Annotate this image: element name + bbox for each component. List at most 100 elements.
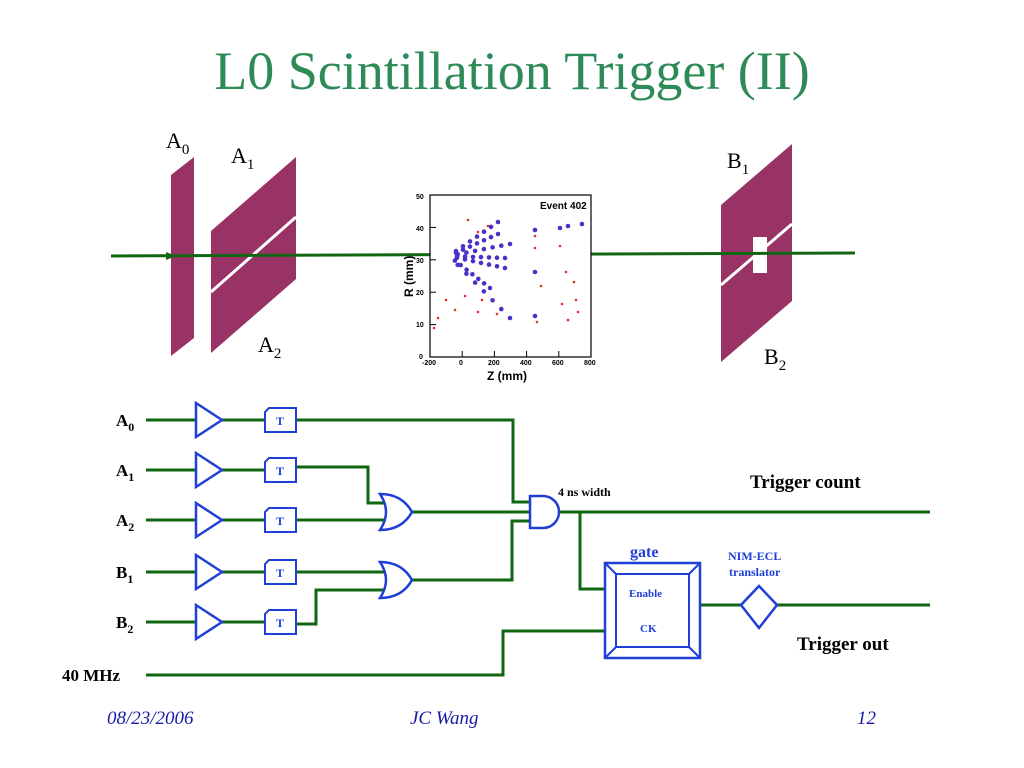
event-noise-point [572, 280, 576, 284]
event-hit-point [495, 231, 501, 237]
circuit-input-labels: A0 A1 A2 B1 B2 40 MHz [62, 411, 134, 685]
event-noise-point [486, 224, 490, 228]
event-xtick-0: 0 [459, 360, 463, 367]
translator-label-1: NIM-ECL [728, 549, 781, 563]
event-noise-point [476, 230, 480, 234]
event-hit-point [474, 234, 480, 239]
event-plot-points [432, 218, 585, 330]
event-hit-point [486, 262, 492, 267]
event-hit-point [502, 255, 508, 261]
event-hit-point [472, 248, 478, 254]
event-hit-point [579, 221, 585, 227]
event-noise-point [566, 318, 570, 322]
amplifier-icon [194, 602, 225, 642]
event-noise-point [539, 284, 543, 288]
panel-b-hole [753, 237, 767, 273]
label-b2: B2 [764, 344, 786, 374]
event-plot-ticks [429, 194, 592, 358]
event-hit-point [478, 260, 484, 266]
event-ytick-10: 10 [416, 322, 424, 329]
event-noise-point [558, 244, 562, 248]
footer-date: 08/23/2006 [107, 708, 194, 729]
event-hit-point [507, 315, 513, 321]
event-xtick-400: 400 [520, 360, 532, 367]
translator-diamond-icon [739, 584, 779, 631]
label-b1: B1 [727, 148, 749, 178]
enable-label: Enable [629, 588, 662, 600]
timing-label: T [276, 514, 284, 528]
timing-label: T [276, 414, 284, 428]
event-noise-point [574, 298, 578, 302]
event-hit-point [474, 241, 480, 246]
event-hit-point [467, 239, 473, 244]
event-hit-point [499, 243, 504, 248]
event-hit-point [488, 224, 494, 230]
event-plot-frame [429, 194, 592, 358]
event-hit-point [494, 255, 500, 260]
event-noise-point [495, 312, 499, 316]
trigger-out-label: Trigger out [797, 634, 889, 655]
event-hit-point [470, 258, 476, 264]
and-gate-icon [528, 494, 561, 530]
event-noise-point [533, 234, 537, 238]
event-plot-xlabel: Z (mm) [487, 369, 527, 383]
event-noise-point [564, 270, 568, 274]
timing-box-a2 [264, 507, 297, 533]
or-gates [377, 492, 414, 600]
or-gate-icon [377, 560, 414, 600]
event-xtick-200: 200 [488, 360, 500, 367]
event-hit-point [478, 254, 484, 260]
timing-label: T [276, 464, 284, 478]
event-hit-point [490, 245, 495, 250]
and-width-label: 4 ns width [558, 485, 611, 499]
event-ytick-50: 50 [416, 194, 424, 201]
clock-label: 40 MHz [62, 666, 121, 685]
timing-box-a1 [264, 457, 297, 483]
timing-box-a0 [264, 407, 297, 433]
event-noise-point [535, 320, 539, 324]
input-label-b1: B1 [116, 563, 133, 586]
event-hit-point [502, 265, 508, 271]
event-plot-title: Event 402 [540, 201, 587, 212]
timing-label: T [276, 566, 284, 580]
event-hit-point [507, 241, 513, 247]
timing-label: T [276, 616, 284, 630]
event-hit-point [481, 229, 487, 234]
event-hit-point [452, 258, 458, 263]
amplifier-icon [194, 450, 225, 490]
event-plot-ylabel: R (mm) [402, 256, 416, 297]
or-gate-icon [377, 492, 414, 532]
event-noise-point [453, 308, 457, 312]
gate-generator: gate Enable CK [603, 544, 702, 660]
label-a1: A1 [231, 143, 254, 173]
event-ytick-40: 40 [416, 226, 424, 233]
event-hit-point [532, 227, 538, 233]
event-xtick-600: 600 [552, 360, 564, 367]
event-noise-point [466, 218, 470, 222]
event-hit-point [472, 280, 478, 285]
event-plot: Event 402 Z (mm) R (mm) -200 0 200 400 6… [402, 194, 596, 383]
event-hit-point [462, 257, 468, 262]
event-hit-point [476, 276, 481, 282]
event-hit-point [481, 281, 487, 286]
trigger-count-label: Trigger count [750, 472, 861, 493]
event-ytick-30: 30 [416, 258, 424, 265]
timing-units: T T T T T [264, 407, 297, 635]
footer-page: 12 [857, 708, 876, 729]
event-hit-point [532, 313, 538, 319]
timing-box-b2 [264, 609, 297, 635]
event-hit-point [460, 247, 466, 252]
event-noise-point [436, 316, 440, 320]
event-hit-point [495, 219, 501, 225]
detector-section: A0 A1 A2 B1 B2 [110, 128, 856, 374]
input-label-a0: A0 [116, 411, 134, 434]
event-noise-point [533, 246, 537, 250]
ck-label: CK [640, 623, 657, 635]
amplifier-icon [194, 552, 225, 592]
event-hit-point [464, 267, 469, 273]
translator-label-2: translator [729, 565, 781, 579]
label-a2: A2 [258, 332, 281, 362]
event-hit-point [490, 298, 495, 303]
event-hit-point [470, 272, 475, 277]
